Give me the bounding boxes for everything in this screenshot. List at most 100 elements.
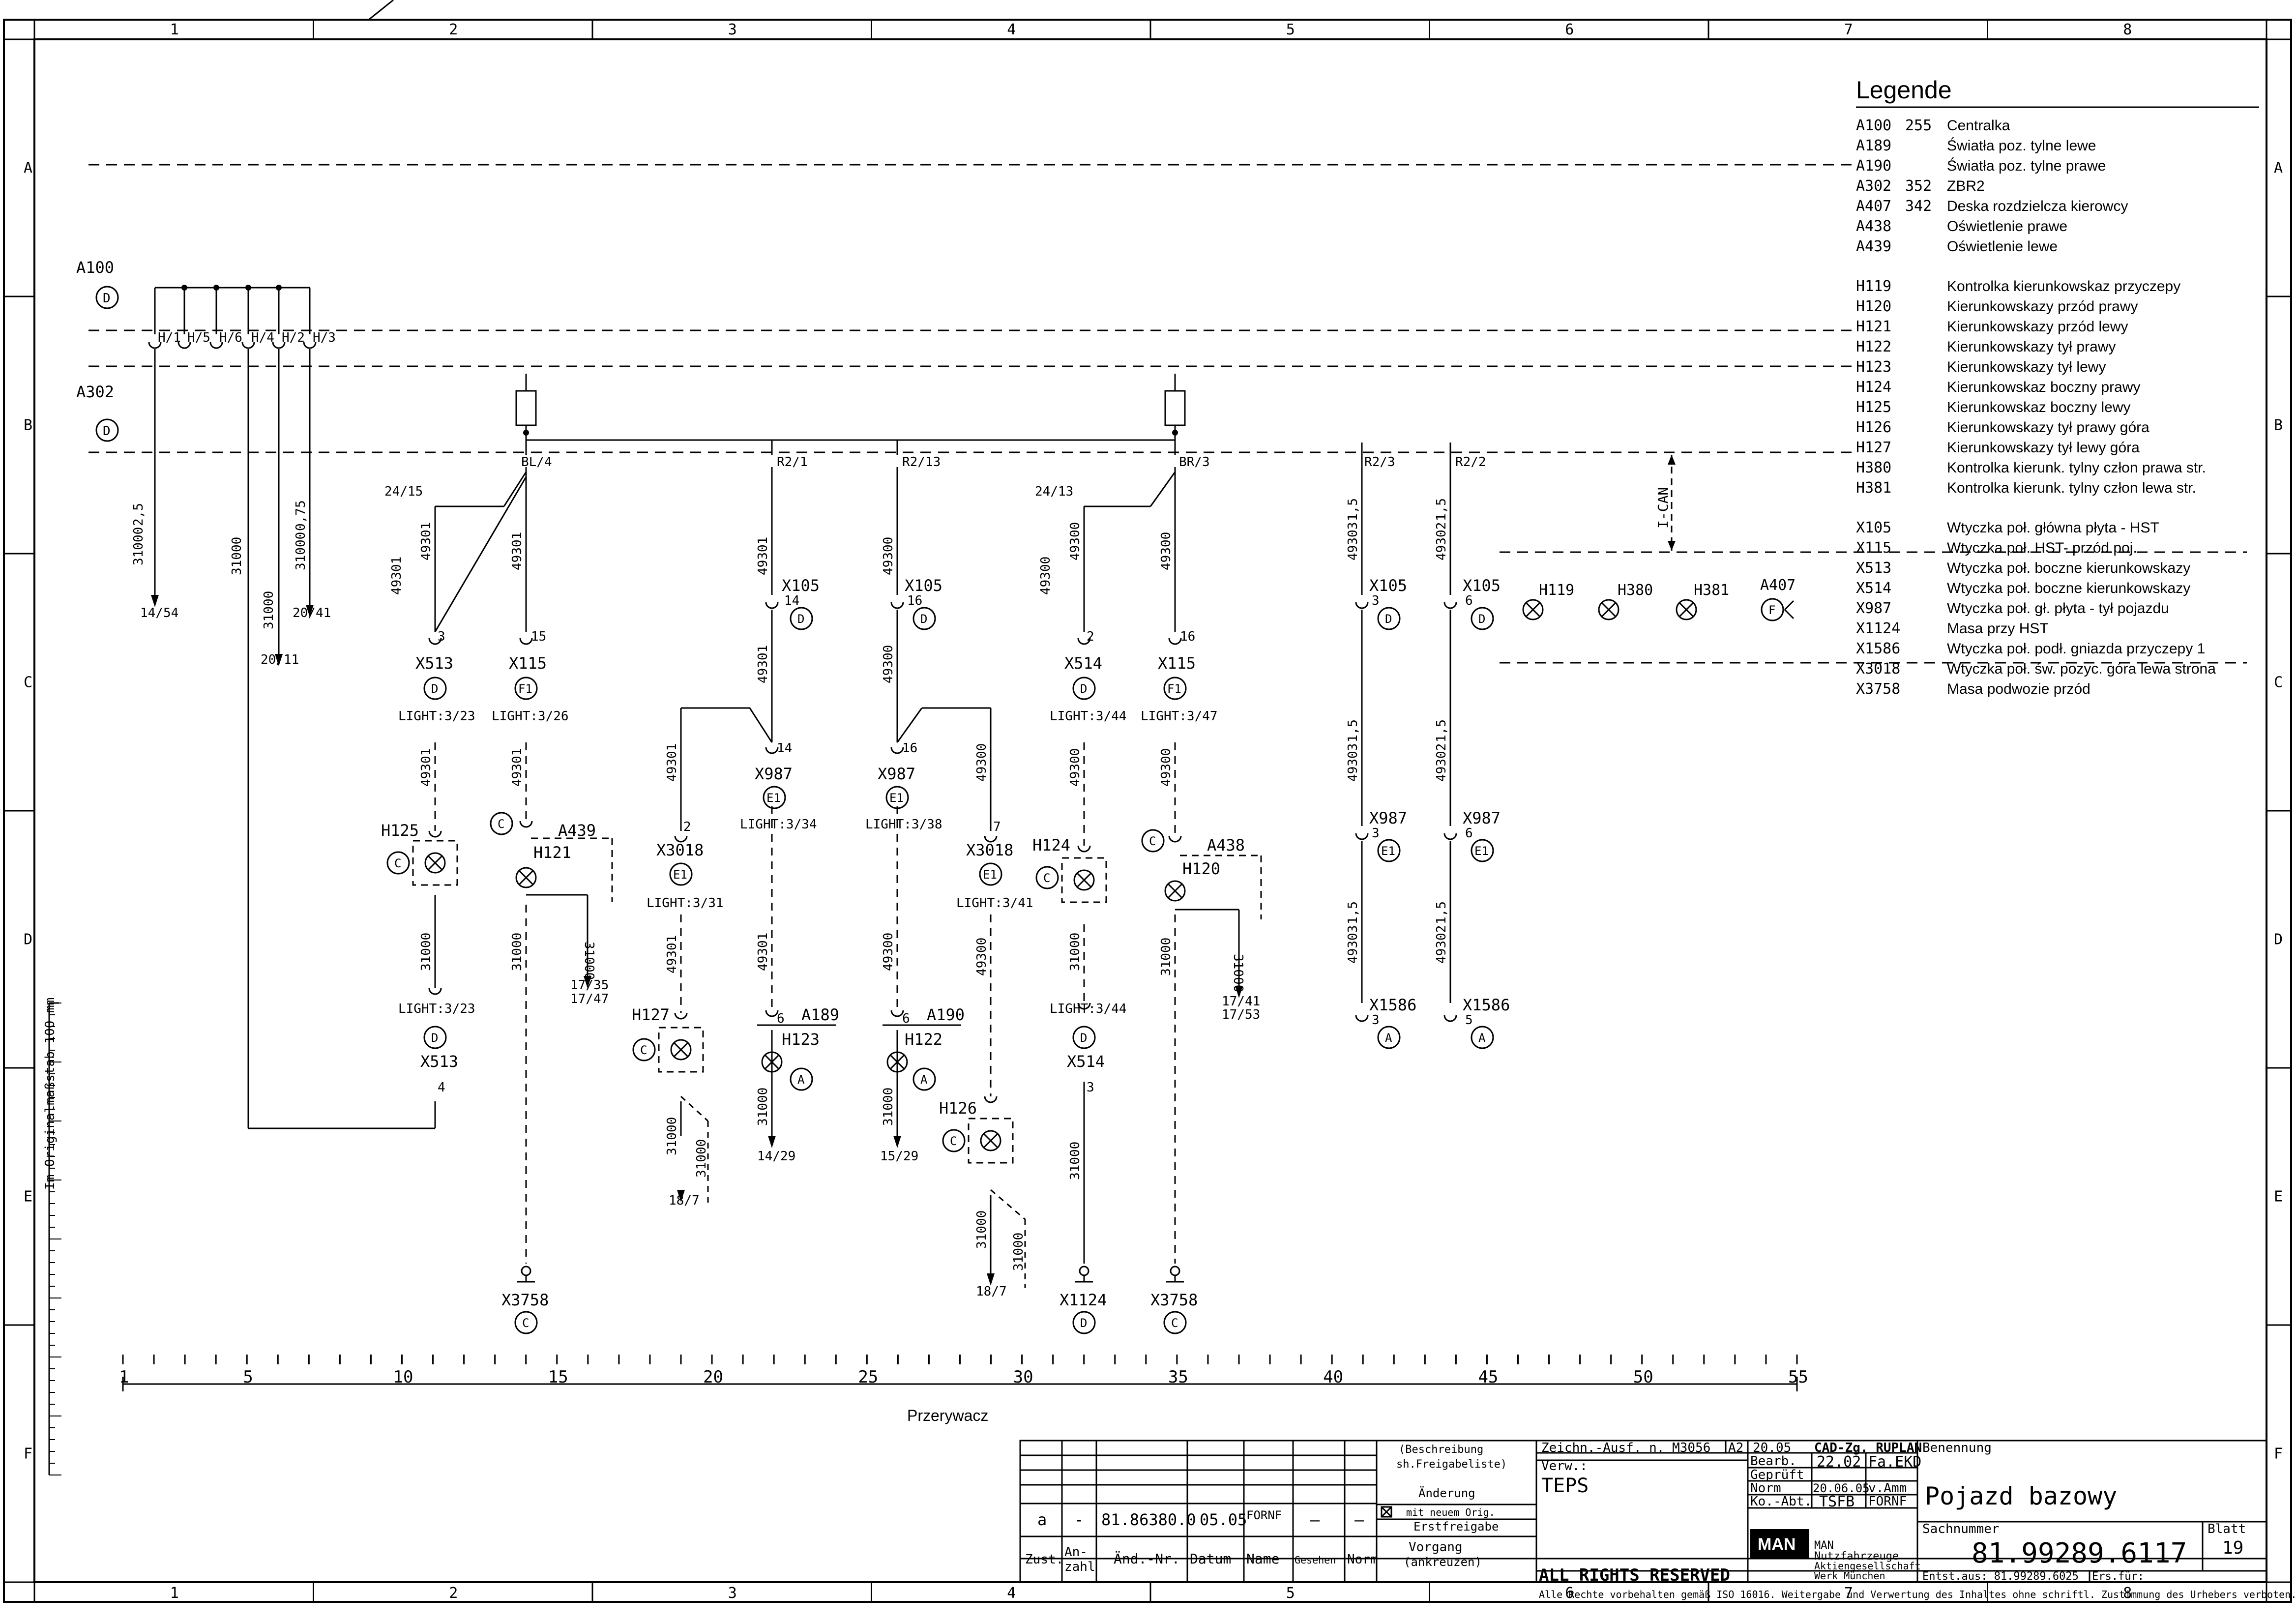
svg-text:H127: H127 xyxy=(632,1005,670,1024)
column-label-bottom: 3 xyxy=(728,1585,737,1602)
scale-label: 30 xyxy=(1013,1367,1033,1387)
badge-letter: C xyxy=(640,1043,647,1057)
svg-text:49301: 49301 xyxy=(665,935,679,973)
ican-label: I-CAN xyxy=(1655,487,1671,529)
svg-text:49301: 49301 xyxy=(419,522,434,560)
svg-text:31000: 31000 xyxy=(665,1117,679,1155)
row-label-right: E xyxy=(2274,1188,2283,1206)
column-label-top: 3 xyxy=(728,21,737,38)
pin-socket xyxy=(272,342,286,349)
svg-text:FORNF: FORNF xyxy=(1246,1508,1282,1522)
svg-text:H123: H123 xyxy=(782,1030,820,1049)
badge-circle xyxy=(1761,598,1784,621)
legend-page: 255 xyxy=(1905,117,1932,134)
svg-text:D: D xyxy=(103,424,111,439)
badge-letter: E1 xyxy=(1381,844,1395,858)
column-label-top: 5 xyxy=(1286,21,1295,38)
svg-text:TSFB: TSFB xyxy=(1819,1493,1854,1510)
svg-text:D: D xyxy=(103,291,111,306)
svg-text:31000: 31000 xyxy=(756,1088,770,1126)
svg-text:LIGHT:3/38: LIGHT:3/38 xyxy=(865,817,942,832)
legend-text: Kierunkowskazy przód lewy xyxy=(1947,319,2128,335)
svg-text:31000: 31000 xyxy=(1068,1142,1083,1180)
legend-text: Kontrolka kierunk. tylny człon lewa str. xyxy=(1947,480,2196,496)
connector-pin xyxy=(1077,638,1091,645)
connector-pin xyxy=(519,821,533,828)
anzahl-header-line1: An- xyxy=(1064,1545,1088,1560)
lamp-box xyxy=(1061,857,1107,903)
svg-text:1,5: 1,5 xyxy=(1346,498,1360,521)
svg-text:49301: 49301 xyxy=(510,532,525,570)
svg-text:14/54: 14/54 xyxy=(140,606,178,620)
svg-text:31000: 31000 xyxy=(694,1139,709,1178)
badge-circle xyxy=(885,786,909,809)
legend-code: A189 xyxy=(1856,137,1891,154)
badge-letter: A xyxy=(1385,1031,1392,1045)
svg-text:49300: 49300 xyxy=(881,933,896,971)
svg-text:20.05: 20.05 xyxy=(1753,1441,1791,1455)
svg-text:X115: X115 xyxy=(1158,654,1196,673)
legend-text: Deska rozdzielcza kierowcy xyxy=(1947,198,2128,214)
legend-code: H124 xyxy=(1856,379,1891,396)
legend-text: Kierunkowskazy tył lewy góra xyxy=(1947,440,2140,456)
legend-page: 342 xyxy=(1905,198,1932,215)
title-block-lines xyxy=(1019,1440,2267,1583)
svg-text:mit neuem Orig.: mit neuem Orig. xyxy=(1406,1506,1495,1518)
scale-label: 50 xyxy=(1633,1367,1653,1387)
badge-letter: C xyxy=(950,1134,957,1148)
side-ticks xyxy=(49,1003,61,1475)
row-label-left: E xyxy=(24,1188,32,1206)
badge-letter: D xyxy=(1080,682,1087,696)
svg-text:49300: 49300 xyxy=(974,743,989,782)
svg-text:X105: X105 xyxy=(905,576,942,595)
svg-text:0,75: 0,75 xyxy=(294,500,308,531)
svg-text:49301: 49301 xyxy=(756,645,770,683)
mid2-arrows xyxy=(893,1136,995,1286)
legend-code: H126 xyxy=(1856,419,1891,436)
legend-code: H381 xyxy=(1856,479,1891,497)
pin-socket xyxy=(148,342,162,349)
svg-text:A190: A190 xyxy=(927,1005,965,1024)
connector-pin xyxy=(1443,833,1457,840)
legend-text: Wtyczka poł. gł. płyta - tył pojazdu xyxy=(1947,600,2169,617)
svg-text:—: — xyxy=(1310,1510,1320,1529)
svg-text:20.06.05: 20.06.05 xyxy=(1813,1481,1870,1495)
connector-pin xyxy=(765,747,779,754)
svg-text:49303: 49303 xyxy=(1346,743,1360,782)
badge-letter: C xyxy=(1149,834,1156,848)
svg-text:Benennung: Benennung xyxy=(1922,1441,1992,1455)
lamp-icon xyxy=(1676,599,1697,620)
left-labels: BL/4 24/15 49301 49301 49301 3 15 X513 X… xyxy=(381,455,609,1309)
legend-code: H122 xyxy=(1856,338,1891,355)
left-wires xyxy=(434,467,589,1264)
svg-text:49300: 49300 xyxy=(1068,748,1083,787)
badge-circle xyxy=(979,862,1002,886)
legend-text: Wtyczka poł. boczne kierunkowskazy xyxy=(1947,580,2190,596)
svg-text:H381: H381 xyxy=(1694,582,1729,599)
svg-text:X513: X513 xyxy=(420,1052,458,1071)
row-label-right: A xyxy=(2274,160,2283,177)
badge-circle xyxy=(514,677,538,700)
svg-text:Verw.:: Verw.: xyxy=(1541,1459,1588,1474)
svg-text:17/53: 17/53 xyxy=(1222,1007,1260,1022)
column-label-bottom: 4 xyxy=(1007,1585,1016,1602)
svg-text:31000: 31000 xyxy=(1068,933,1083,971)
column-label-top: 7 xyxy=(1844,21,1853,38)
svg-text:Geprüft: Geprüft xyxy=(1750,1468,1804,1482)
a100-arrows xyxy=(151,595,314,666)
column-label-bottom: 7 xyxy=(1844,1585,1853,1602)
svg-text:MAN: MAN xyxy=(1814,1539,1834,1552)
legend-code: X3018 xyxy=(1856,660,1900,678)
svg-text:R2/1: R2/1 xyxy=(777,455,808,470)
lamp-icon xyxy=(886,1051,908,1073)
legend-text: Kontrolka kierunk. tylny człon prawa str… xyxy=(1947,460,2206,476)
svg-text:Änd.-Nr.: Änd.-Nr. xyxy=(1114,1551,1180,1567)
column-label-bottom: 5 xyxy=(1286,1585,1295,1602)
svg-text:LIGHT:3/47: LIGHT:3/47 xyxy=(1141,709,1218,724)
scale-label: 45 xyxy=(1478,1367,1498,1387)
svg-text:31000: 31000 xyxy=(262,591,276,629)
